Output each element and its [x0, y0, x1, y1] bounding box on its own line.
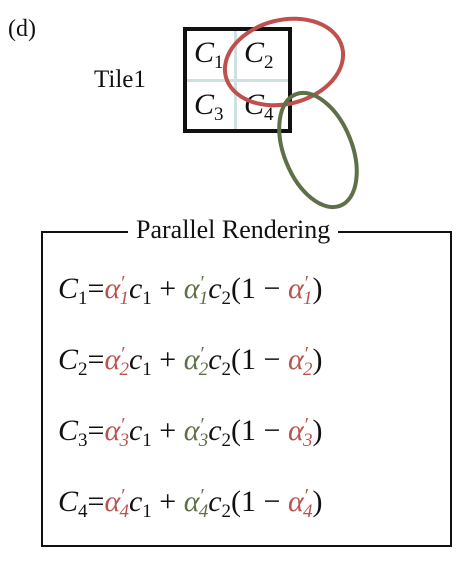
- tile-square: [183, 27, 292, 133]
- tile-label: Tile1: [94, 66, 146, 93]
- equation-2: C2=α′2c1 + α′2c2(1 − α′2): [58, 343, 323, 380]
- tile-grid-horizontal: [187, 79, 288, 82]
- box-title: Parallel Rendering: [128, 215, 339, 245]
- red-gaussian-ellipse: [222, 16, 346, 108]
- tile-cell-1: C1: [194, 36, 224, 73]
- tile-cell-3: C3: [194, 88, 224, 125]
- equation-1: C1=α′1c1 + α′1c2(1 − α′1): [58, 272, 323, 309]
- tile-cell-2: C2: [244, 36, 274, 73]
- equation-4: C4=α′4c1 + α′4c2(1 − α′4): [58, 485, 323, 522]
- panel-label: (d): [8, 16, 36, 42]
- green-gaussian-ellipse: [277, 90, 359, 210]
- equation-3: C3=α′3c1 + α′3c2(1 − α′3): [58, 414, 323, 451]
